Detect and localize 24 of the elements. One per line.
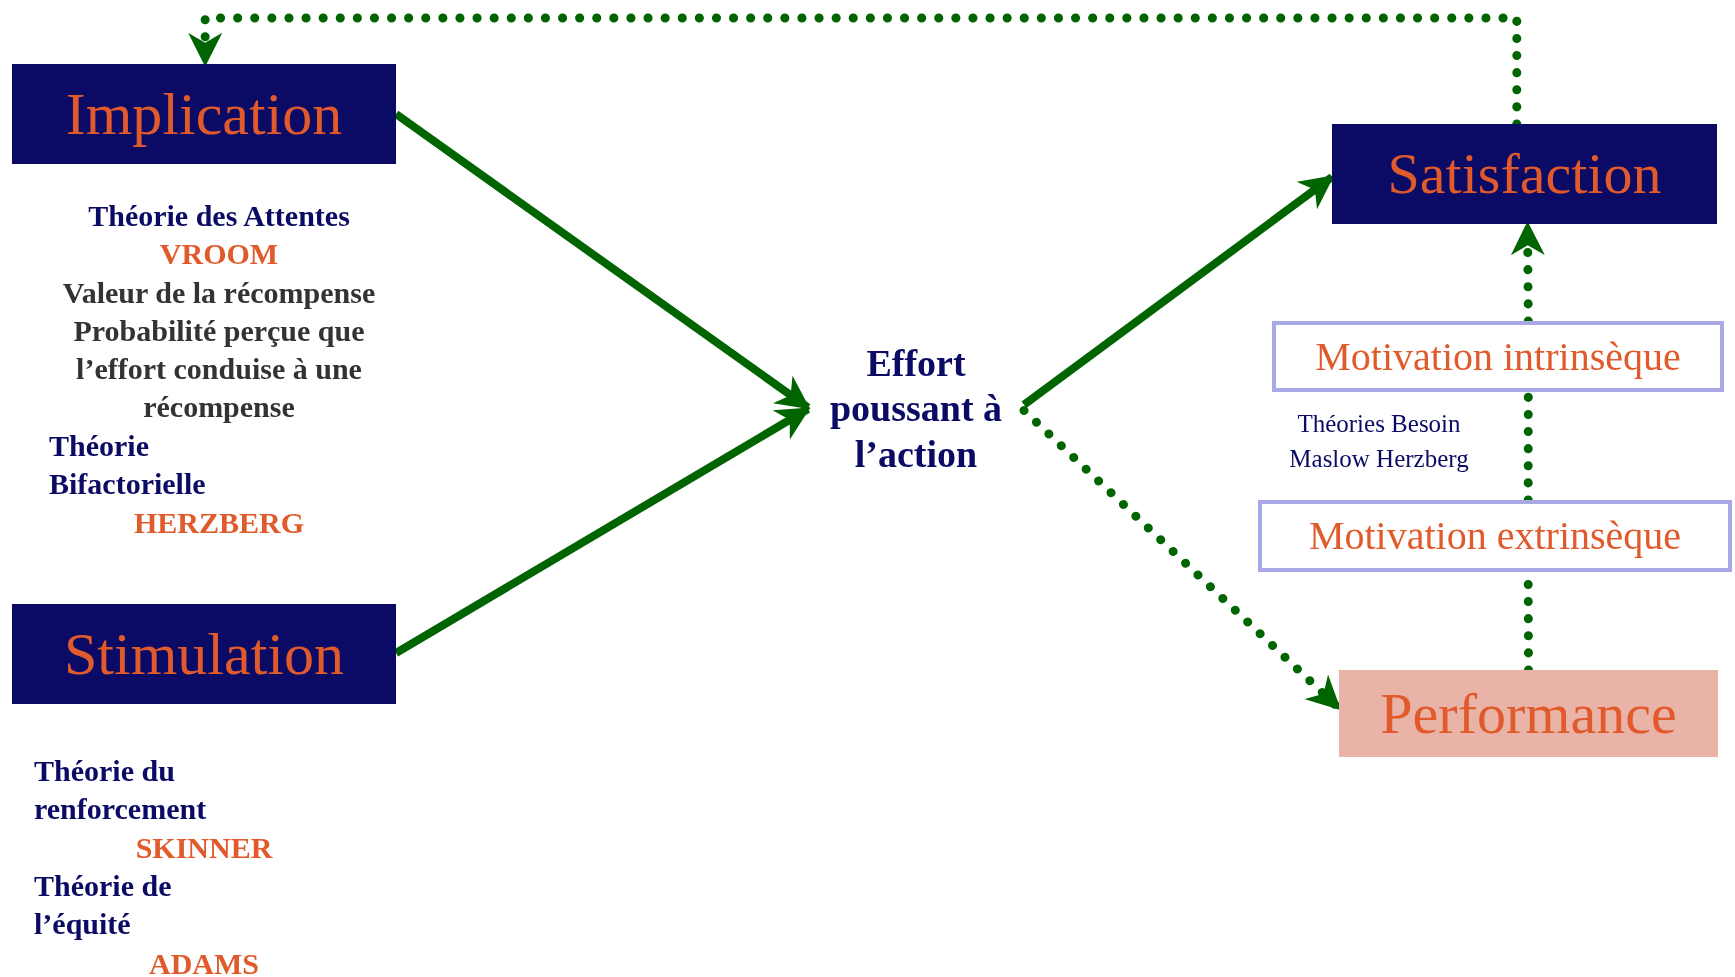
theory-text: Théorie des Attentes (87, 198, 351, 234)
theory-text: Théorie de l’équité (34, 868, 173, 942)
center-text: Effort poussant à l’action (828, 340, 1004, 477)
motivation-box (1272, 321, 1724, 392)
box-title: Satisfaction (1387, 140, 1662, 209)
box-title: Implication (65, 80, 343, 149)
motivation-box (1258, 500, 1732, 572)
concept-box (12, 604, 396, 704)
theory-text: Probabilité perçue que l’effort conduise à une récompense (72, 313, 366, 425)
concept-box (12, 64, 396, 164)
theory-text: VROOM (158, 236, 280, 272)
theory-text: HERZBERG (132, 505, 305, 541)
performance-box (1339, 670, 1718, 757)
theory-note: Théories Besoin Maslow Herzberg (1288, 409, 1470, 474)
theory-text: Théorie du renforcement (34, 753, 208, 827)
box-title: Stimulation (64, 620, 344, 689)
theory-text: SKINNER (134, 830, 274, 866)
theory-text: ADAMS (148, 946, 260, 977)
box-title: Performance (1380, 679, 1677, 748)
theory-text: Théorie Bifactorielle (49, 428, 207, 502)
concept-box (1332, 124, 1717, 224)
box-title: Motivation intrinsèque (1315, 332, 1681, 381)
box-title: Motivation extrinsèque (1308, 512, 1682, 560)
theory-text: Valeur de la récompense (61, 275, 377, 311)
